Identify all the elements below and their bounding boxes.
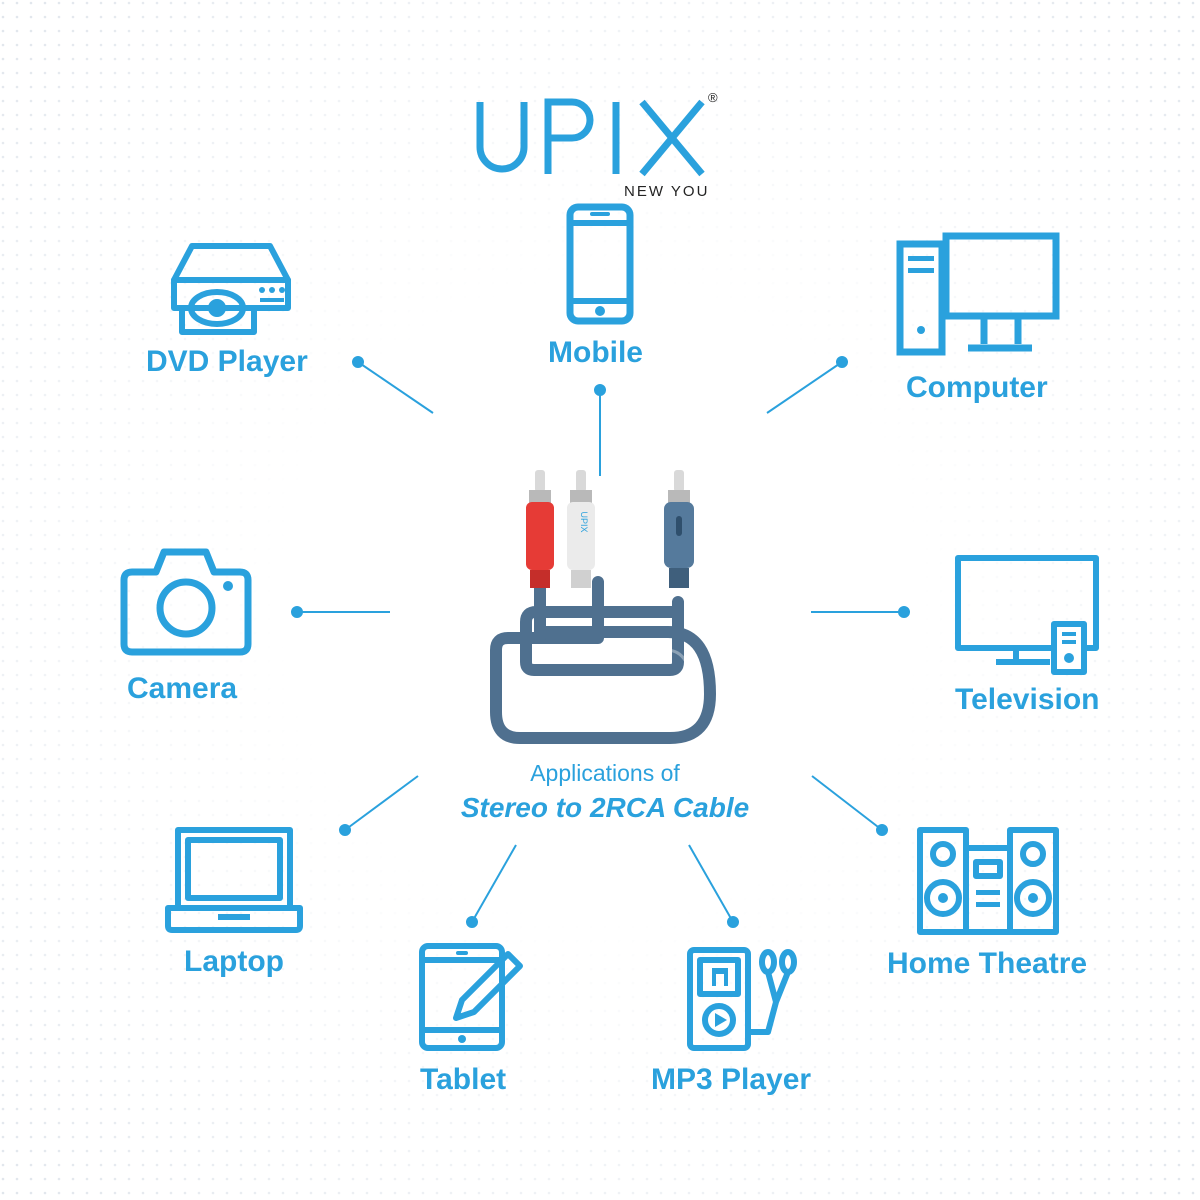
mobile-icon bbox=[566, 203, 634, 325]
label-mp3-player: MP3 Player bbox=[651, 1063, 812, 1096]
stereo-jack-plug bbox=[664, 470, 694, 588]
laptop-icon bbox=[165, 827, 303, 933]
label-tablet: Tablet bbox=[420, 1063, 507, 1096]
label-computer: Computer bbox=[906, 371, 1048, 404]
television-icon bbox=[955, 555, 1099, 675]
red-rca-plug bbox=[526, 470, 554, 588]
label-camera: Camera bbox=[127, 672, 238, 705]
upix-logo-mark bbox=[476, 98, 705, 177]
mp3-player-icon bbox=[687, 947, 797, 1051]
label-dvd-player: DVD Player bbox=[146, 345, 308, 378]
caption-cable-name: Stereo to 2RCA Cable bbox=[460, 792, 750, 823]
camera-icon bbox=[120, 548, 252, 656]
caption-applications-of: Applications of bbox=[530, 760, 680, 786]
tablet-icon bbox=[419, 943, 523, 1051]
label-mobile: Mobile bbox=[548, 336, 643, 369]
label-television: Television bbox=[955, 683, 1100, 716]
computer-icon bbox=[896, 232, 1060, 356]
home-theatre-icon bbox=[917, 827, 1059, 935]
registered-mark: ® bbox=[708, 90, 718, 105]
rca-cable-illustration: UPIX bbox=[490, 470, 716, 744]
plug-brand-text: UPIX bbox=[579, 511, 589, 532]
brand-logo: ® NEW YOU bbox=[0, 40, 1200, 200]
dvd-player-icon bbox=[171, 243, 291, 335]
label-home-theatre: Home Theatre bbox=[887, 947, 1088, 980]
label-laptop: Laptop bbox=[184, 945, 284, 978]
brand-tagline: NEW YOU bbox=[624, 183, 710, 200]
white-rca-plug: UPIX bbox=[567, 470, 595, 588]
